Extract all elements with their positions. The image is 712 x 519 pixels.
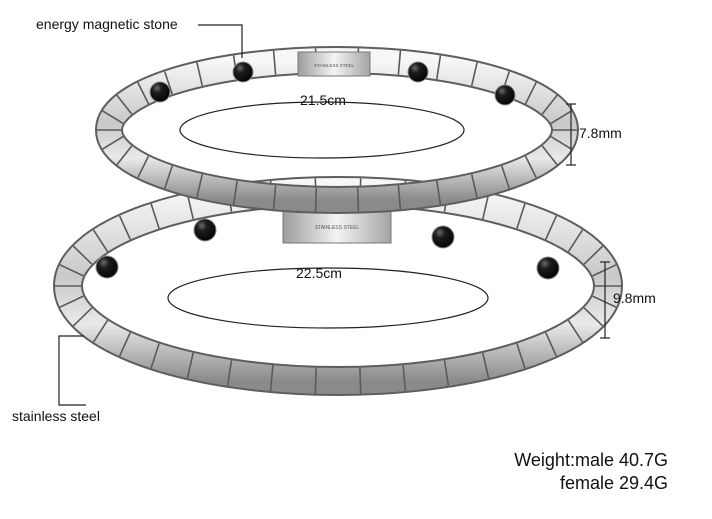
link-groove: [541, 94, 558, 115]
weight-male-text: Weight:male 40.7G: [514, 450, 668, 470]
link-groove: [470, 62, 478, 86]
bracelet-top: STAINLESS STEEL: [95, 46, 579, 214]
link-groove: [196, 174, 204, 198]
bottom-inner-diameter-ellipse: [167, 267, 489, 329]
top-diameter-label: 21.5cm: [300, 92, 346, 108]
link-groove: [72, 307, 93, 327]
link-groove: [186, 352, 194, 379]
link-groove: [356, 187, 360, 212]
link-groove: [592, 264, 617, 277]
link-groove: [269, 365, 274, 392]
bottom-clasp: [282, 210, 392, 244]
link-groove: [359, 367, 362, 394]
link-groove: [59, 264, 84, 277]
link-groove: [397, 185, 402, 210]
magnetic-stone: [149, 81, 171, 103]
link-groove: [443, 360, 450, 386]
link-groove: [150, 343, 160, 369]
link-groove: [314, 367, 317, 394]
link-groove: [137, 155, 150, 178]
link-groove: [583, 245, 604, 265]
bottom-width-bracket: [600, 261, 610, 339]
bottom-link-grooves: [55, 178, 621, 394]
stone-callout-line: [198, 24, 243, 58]
link-groove: [272, 50, 277, 75]
link-groove: [226, 360, 233, 386]
link-groove: [397, 50, 402, 75]
link-groove: [524, 155, 537, 178]
magnetic-stone: [407, 61, 429, 83]
top-inner-diameter-ellipse: [179, 101, 465, 159]
link-groove: [550, 110, 572, 125]
link-groove: [92, 229, 109, 253]
link-groove: [550, 135, 572, 150]
link-groove: [567, 319, 584, 343]
link-groove: [163, 71, 174, 95]
top-clasp: [297, 51, 371, 77]
bottom-width-label: 9.8mm: [613, 290, 656, 306]
link-groove: [116, 145, 133, 166]
weight-female-text: female 29.4G: [559, 473, 668, 493]
magnetic-stone: [95, 255, 119, 279]
link-groove: [272, 185, 277, 210]
link-groove: [92, 319, 109, 343]
bottom-clasp-text: STAINLESS STEEL: [315, 225, 360, 231]
top-width-label: 7.8mm: [579, 125, 622, 141]
link-groove: [567, 229, 584, 253]
magnetic-stone: [536, 256, 560, 280]
stainless-steel-label: stainless steel: [12, 408, 100, 424]
link-groove: [59, 295, 84, 308]
steel-callout-line: [58, 335, 86, 406]
link-groove: [102, 110, 124, 125]
link-groove: [436, 180, 442, 205]
link-groove: [116, 94, 133, 115]
bottom-magnetic-stones: [95, 218, 560, 280]
link-groove: [500, 165, 511, 189]
magnetic-stone: [232, 61, 254, 83]
link-groove: [72, 245, 93, 265]
link-groove: [544, 332, 558, 357]
link-groove: [436, 55, 442, 80]
link-groove: [482, 352, 490, 379]
link-groove: [516, 203, 526, 229]
weight-info: Weight:male 40.7G female 29.4G: [514, 449, 668, 495]
link-groove: [150, 203, 160, 229]
link-groove: [163, 165, 174, 189]
link-groove: [482, 193, 490, 220]
link-groove: [118, 332, 132, 357]
link-groove: [196, 62, 204, 86]
link-groove: [592, 295, 617, 308]
link-groove: [186, 193, 194, 220]
link-groove: [583, 307, 604, 327]
link-groove: [544, 215, 558, 240]
energy-magnetic-stone-label: energy magnetic stone: [36, 16, 178, 32]
top-clasp-text: STAINLESS STEEL: [314, 63, 354, 68]
link-groove: [118, 215, 132, 240]
top-width-bracket: [566, 103, 576, 166]
link-groove: [470, 174, 478, 198]
link-groove: [232, 180, 238, 205]
link-groove: [314, 187, 318, 212]
top-magnetic-stones: [149, 61, 516, 106]
link-groove: [102, 135, 124, 150]
link-groove: [516, 343, 526, 369]
magnetic-stone: [494, 84, 516, 106]
link-groove: [541, 145, 558, 166]
link-groove: [524, 82, 537, 105]
bottom-diameter-label: 22.5cm: [296, 265, 342, 281]
link-groove: [402, 365, 407, 392]
link-groove: [137, 82, 150, 105]
magnetic-stone: [431, 225, 455, 249]
magnetic-stone: [193, 218, 217, 242]
